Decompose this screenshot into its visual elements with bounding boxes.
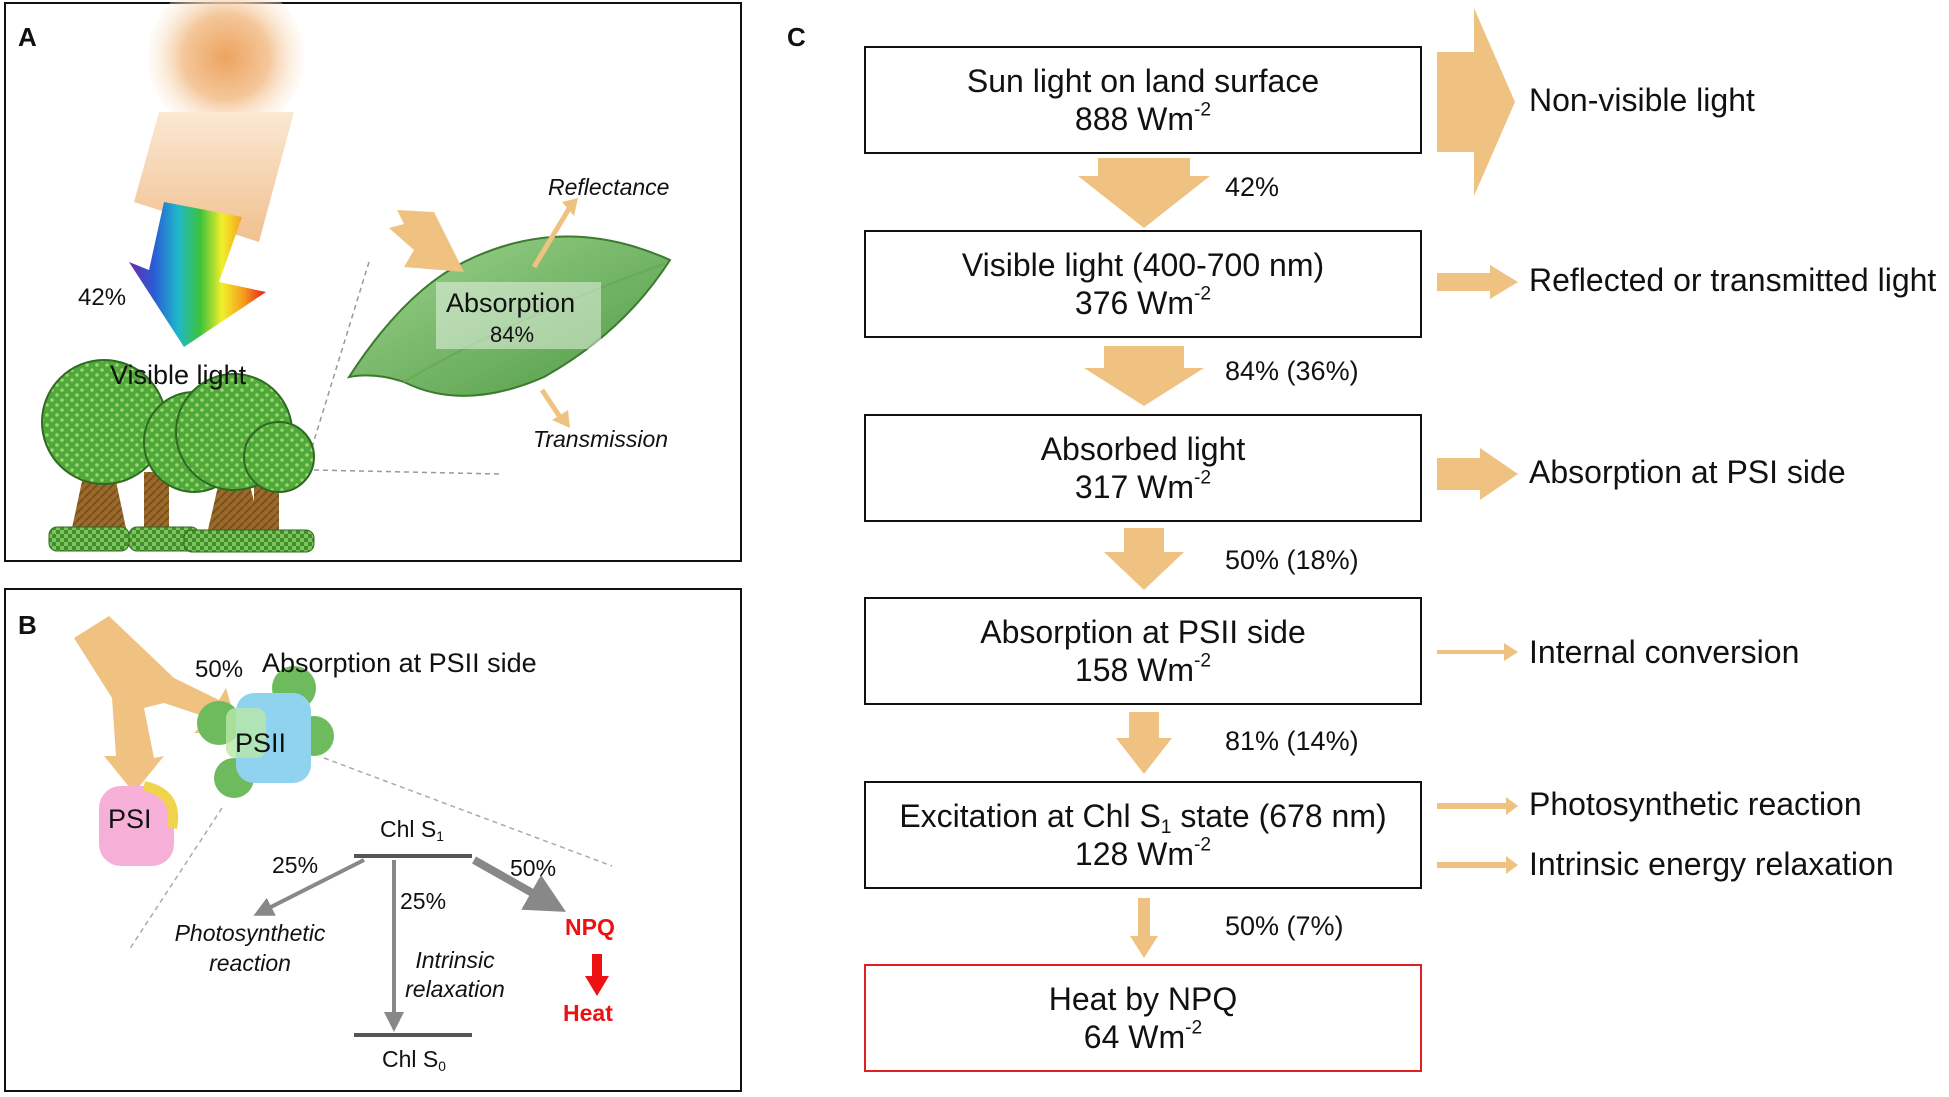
pct-step-2: 84% (36%) — [1225, 356, 1359, 386]
pct-intrinsic: 25% — [400, 888, 447, 914]
pct-step-1: 42% — [1225, 172, 1280, 202]
pct-step-5: 50% (7%) — [1225, 911, 1344, 941]
pct-photosynthetic: 25% — [272, 852, 319, 878]
pct-npq: 50% — [510, 855, 557, 881]
pct-psii: 50% — [195, 656, 244, 683]
label-non-visible-light: Non-visible light — [1529, 82, 1755, 118]
heat-label: Heat — [563, 1000, 613, 1026]
box-excitation: Excitation at Chl S1 state (678 nm) 128 … — [864, 781, 1422, 889]
pct-step-3: 50% (18%) — [1225, 545, 1359, 575]
pct-step-4: 81% (14%) — [1225, 726, 1359, 756]
visible-light-label: Visible light — [110, 360, 247, 390]
box-sunlight: Sun light on land surface 888 Wm-2 — [864, 46, 1422, 154]
panel-b-label: B — [18, 610, 37, 640]
label-reflected-transmitted: Reflected or transmitted light — [1529, 262, 1937, 298]
tree-icon — [41, 359, 315, 553]
absorption-pct: 84% — [490, 322, 535, 347]
npq-label: NPQ — [565, 914, 615, 940]
chl-s1-label: Chl S1 — [380, 816, 444, 845]
panel-a-label: A — [18, 22, 37, 52]
psii-complex-icon — [197, 666, 334, 798]
chl-s0-label: Chl S0 — [382, 1046, 446, 1075]
label-intrinsic-energy-relaxation: Intrinsic energy relaxation — [1529, 846, 1894, 882]
psi-label: PSI — [108, 804, 152, 834]
psi-complex-icon — [99, 781, 179, 866]
box-absorption-psii: Absorption at PSII side 158 Wm-2 — [864, 597, 1422, 705]
absorption-label: Absorption — [446, 288, 576, 318]
pct-visible-a: 42% — [78, 284, 127, 311]
label-internal-conversion: Internal conversion — [1529, 634, 1800, 670]
box-absorbed-light: Absorbed light 317 Wm-2 — [864, 414, 1422, 522]
panel-a-illustration — [41, 0, 672, 553]
box-visible-light: Visible light (400-700 nm) 376 Wm-2 — [864, 230, 1422, 338]
panel-c-label: C — [787, 22, 806, 52]
box-heat-npq: Heat by NPQ 64 Wm-2 — [864, 964, 1422, 1072]
leaf-icon — [346, 235, 672, 397]
reflectance-label: Reflectance — [548, 174, 670, 200]
psii-label: PSII — [235, 728, 287, 758]
sun-icon — [148, 0, 304, 135]
label-absorption-psi: Absorption at PSI side — [1529, 454, 1846, 490]
absorption-psii-label: Absorption at PSII side — [262, 648, 537, 678]
label-photosynthetic-reaction: Photosynthetic reaction — [1529, 786, 1862, 822]
panel-b-illustration — [74, 616, 613, 1037]
transmission-label: Transmission — [533, 426, 669, 452]
